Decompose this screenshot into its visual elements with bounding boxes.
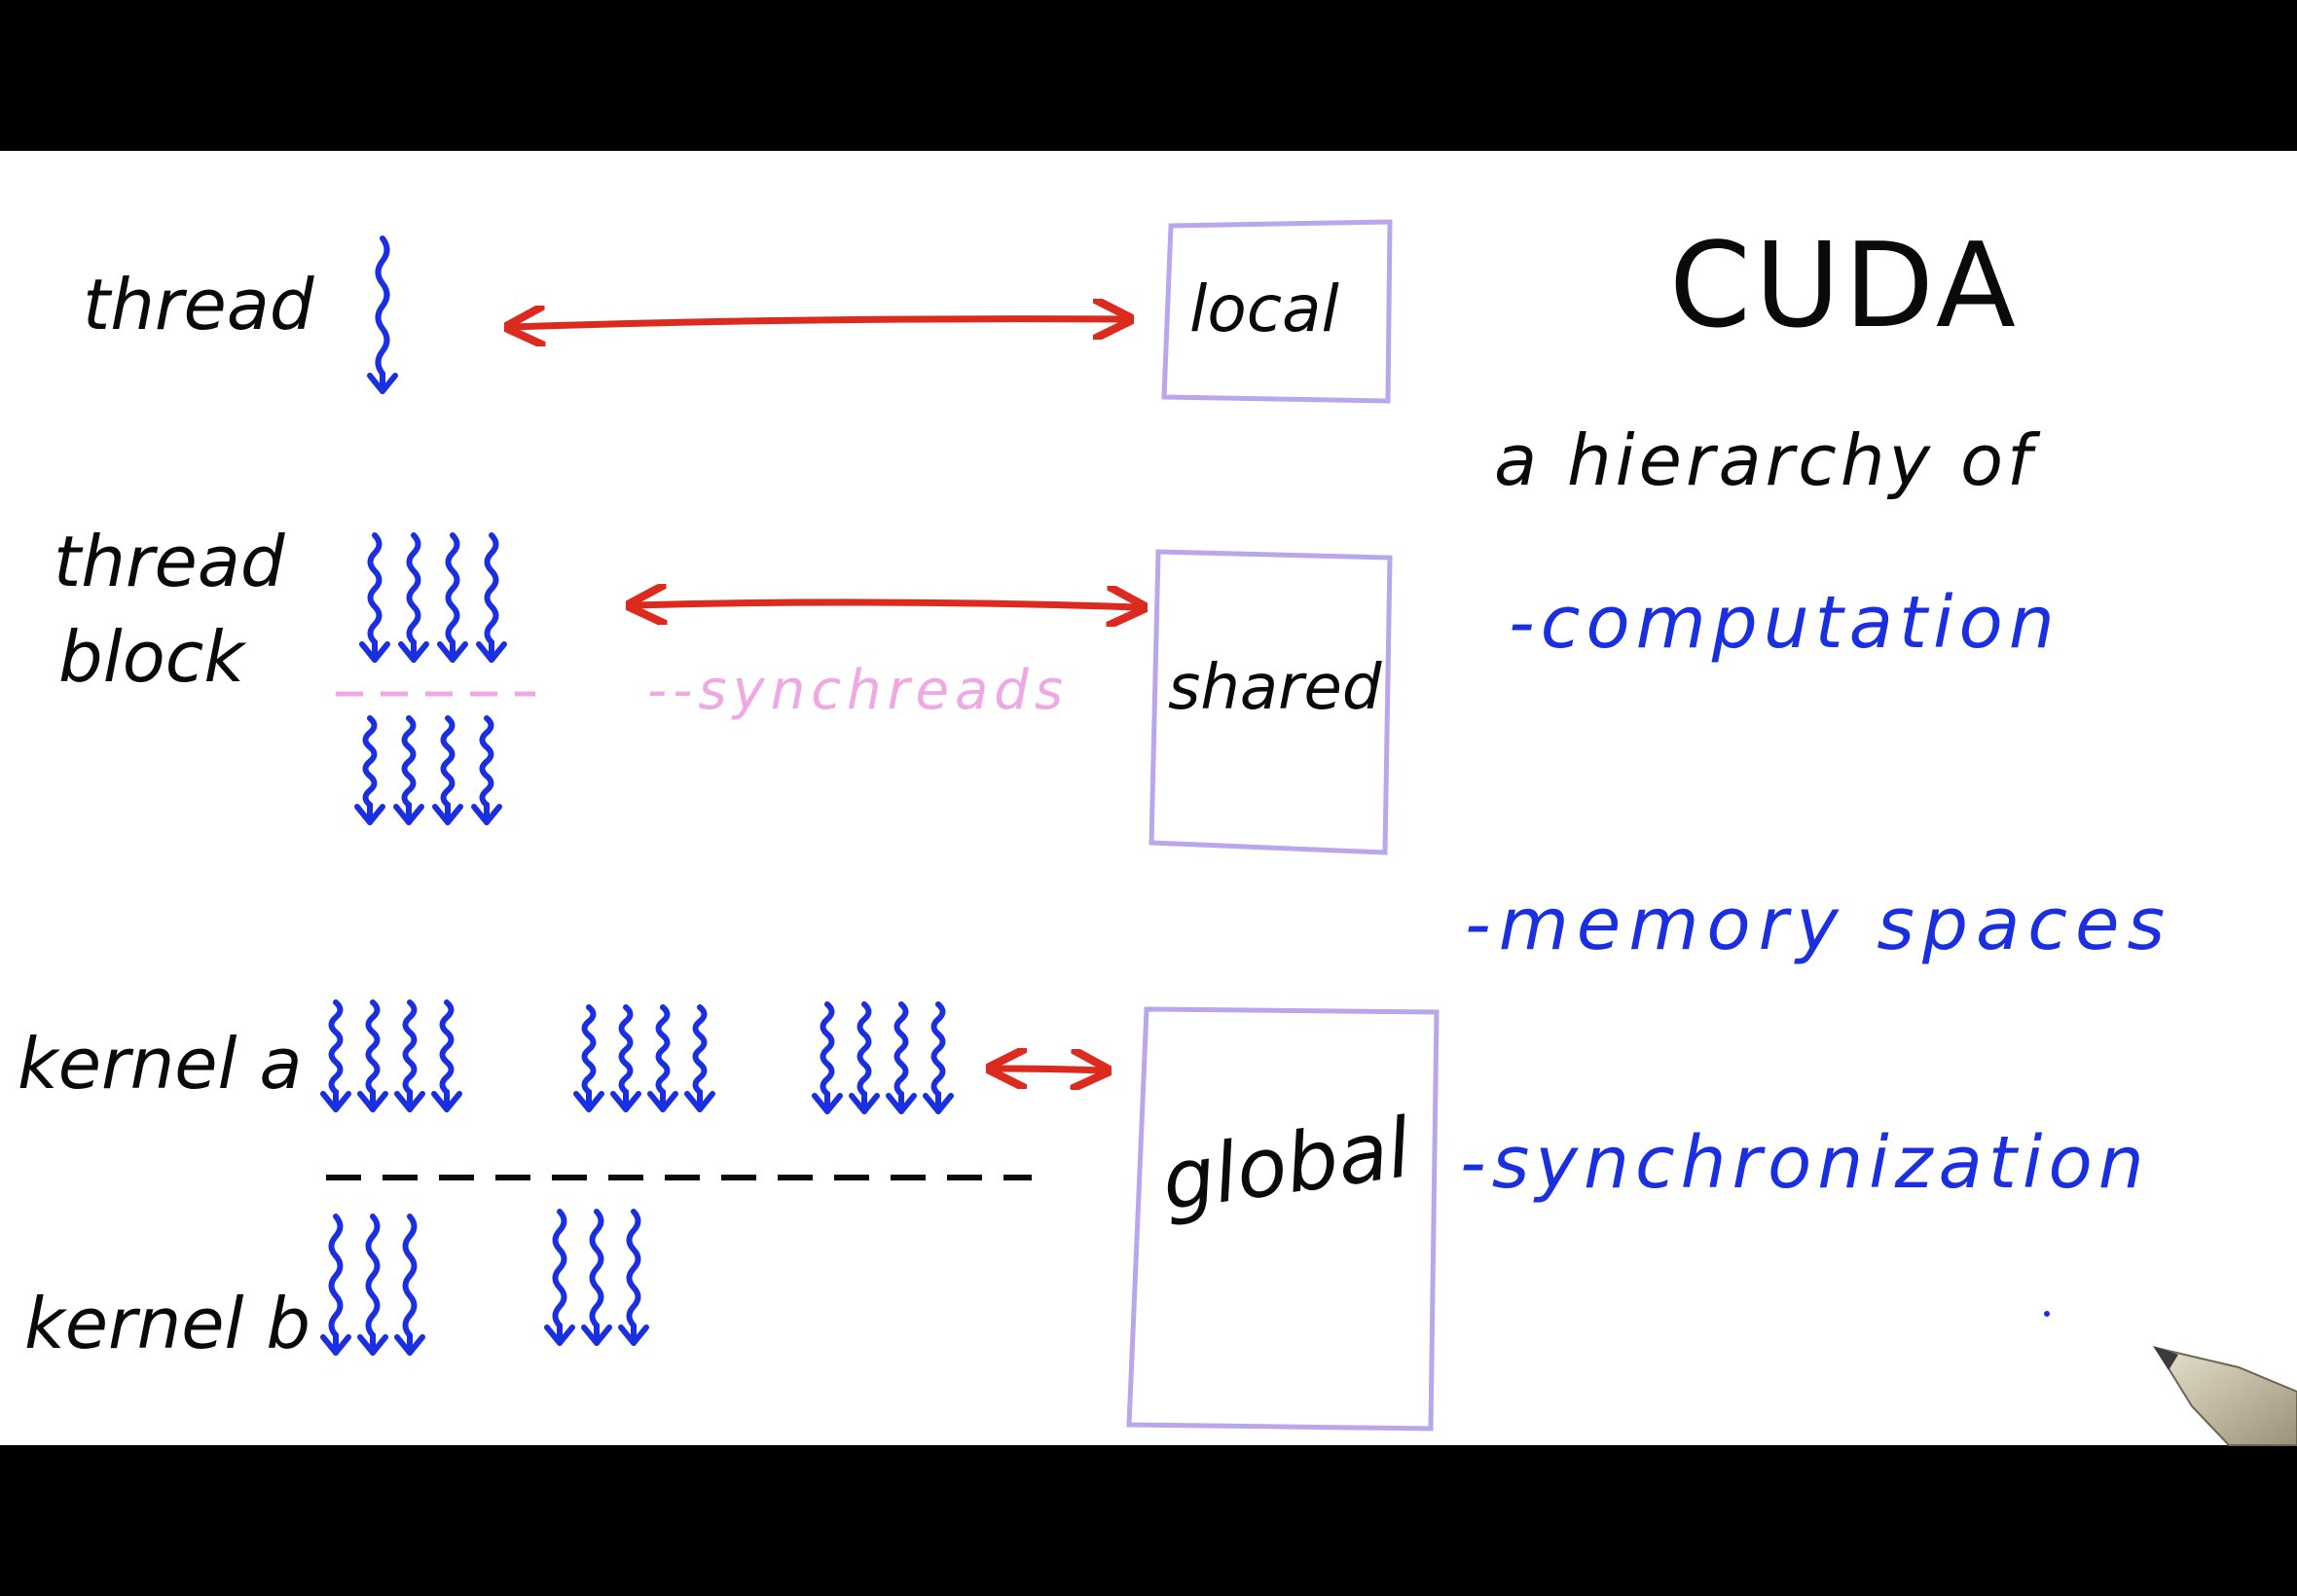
label-thread: thread: [83, 264, 315, 345]
wavy-down-arrow-icon: [618, 1209, 649, 1346]
wavy-down-arrow-icon: [394, 999, 425, 1112]
wavy-down-arrow-icon: [398, 532, 429, 663]
wavy-down-arrow-icon: [476, 532, 507, 663]
item-memory-spaces: -memory spaces: [1465, 883, 2172, 966]
title-cuda: CUDA: [1669, 219, 2020, 354]
wavy-down-arrow-icon: [357, 999, 388, 1112]
wavy-down-arrow-icon: [437, 532, 468, 663]
wavy-down-arrow-icon: [684, 1004, 715, 1112]
wavy-down-arrow-icon: [647, 1004, 678, 1112]
label-thread-block-line1: thread: [54, 521, 286, 602]
ink-dot: [2044, 1311, 2050, 1317]
thread-arrows: [320, 236, 954, 1356]
wavy-down-arrow-icon: [320, 999, 351, 1112]
thread-local-arrow: [511, 319, 1127, 327]
top-letterbox: [0, 0, 2297, 151]
wavy-down-arrow-icon: [849, 1001, 880, 1114]
wavy-down-arrow-icon: [394, 1214, 425, 1356]
wavy-down-arrow-icon: [354, 715, 385, 825]
block-shared-arrow: [633, 602, 1141, 607]
wavy-down-arrow-icon: [367, 236, 398, 394]
wavy-down-arrow-icon: [471, 715, 502, 825]
pen-icon: [2153, 1346, 2297, 1446]
local-label: local: [1189, 272, 1339, 346]
label-kernel-a: kernel a: [18, 1023, 303, 1105]
wavy-down-arrow-icon: [886, 1001, 917, 1114]
wavy-down-arrow-icon: [432, 715, 463, 825]
local-memory-box: local: [1161, 219, 1393, 404]
label-kernel-b: kernel b: [24, 1283, 310, 1364]
bottom-letterbox: [0, 1445, 2297, 1596]
wavy-down-arrow-icon: [610, 1004, 641, 1112]
shared-memory-box: shared: [1148, 549, 1393, 855]
syncthreads-label: --synchreads: [647, 659, 1069, 722]
wavy-down-arrow-icon: [320, 1214, 351, 1356]
wavy-down-arrow-icon: [812, 1001, 843, 1114]
wavy-down-arrow-icon: [359, 532, 390, 663]
whiteboard: [0, 151, 2297, 1445]
subtitle-hierarchy: a hierarchy of: [1494, 419, 2041, 501]
wavy-down-arrow-icon: [581, 1209, 612, 1346]
wavy-down-arrow-icon: [573, 1004, 604, 1112]
wavy-down-arrow-icon: [544, 1209, 575, 1346]
wavy-down-arrow-icon: [923, 1001, 954, 1114]
kernel-global-arrow: [993, 1069, 1105, 1070]
item-synchronization: -synchronization: [1460, 1121, 2150, 1205]
wavy-down-arrow-icon: [431, 999, 462, 1112]
item-computation: -computation: [1509, 581, 2060, 665]
wavy-down-arrow-icon: [393, 715, 424, 825]
wavy-down-arrow-icon: [357, 1214, 388, 1356]
shared-label: shared: [1168, 652, 1382, 724]
label-thread-block-line2: block: [58, 616, 247, 698]
